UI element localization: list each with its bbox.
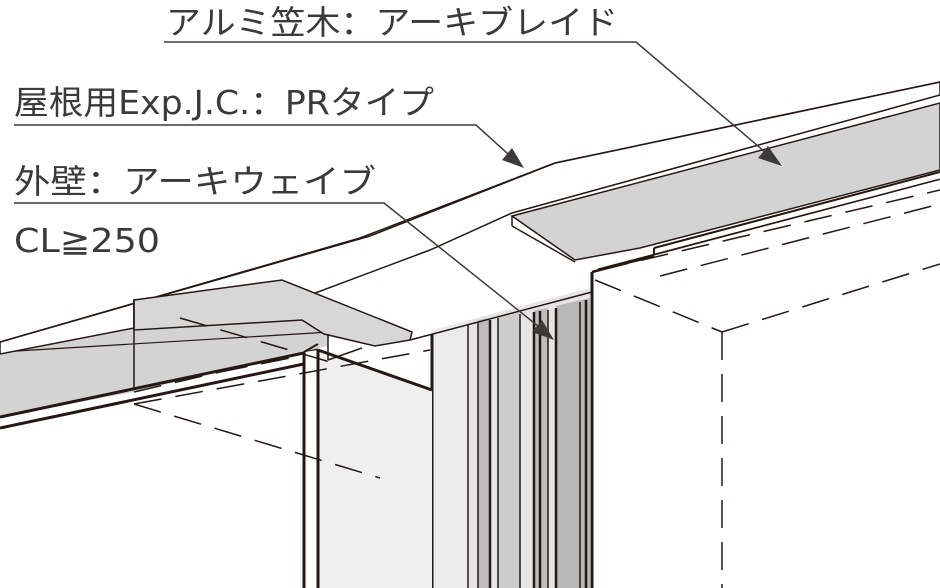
right-building-wall [592,180,940,588]
wall-leader [14,202,549,335]
left-building-corner [304,350,318,588]
leader-lines [14,41,773,335]
clearance-label: CL≧250 [14,221,160,260]
coping-leader [164,41,773,159]
leader-arrowheads [502,146,782,340]
wall-label: 外壁：アーキウェイブ [14,162,376,201]
corrugated-wall-panels [409,288,593,588]
left-building-wall [318,350,432,588]
roof-joint-leader [14,124,519,164]
wall-arrowhead [532,320,554,340]
roof-joint-arrowhead [502,148,524,168]
right-coping-top [510,102,940,261]
hidden-lines [133,189,940,588]
roof-joint-left-flap [133,279,413,347]
coping-label: アルミ笠木：アーキブレイド [166,3,618,42]
roof-joint-label: 屋根用Exp.J.C.：PRタイプ [14,83,434,122]
coping-arrowhead [758,146,782,166]
